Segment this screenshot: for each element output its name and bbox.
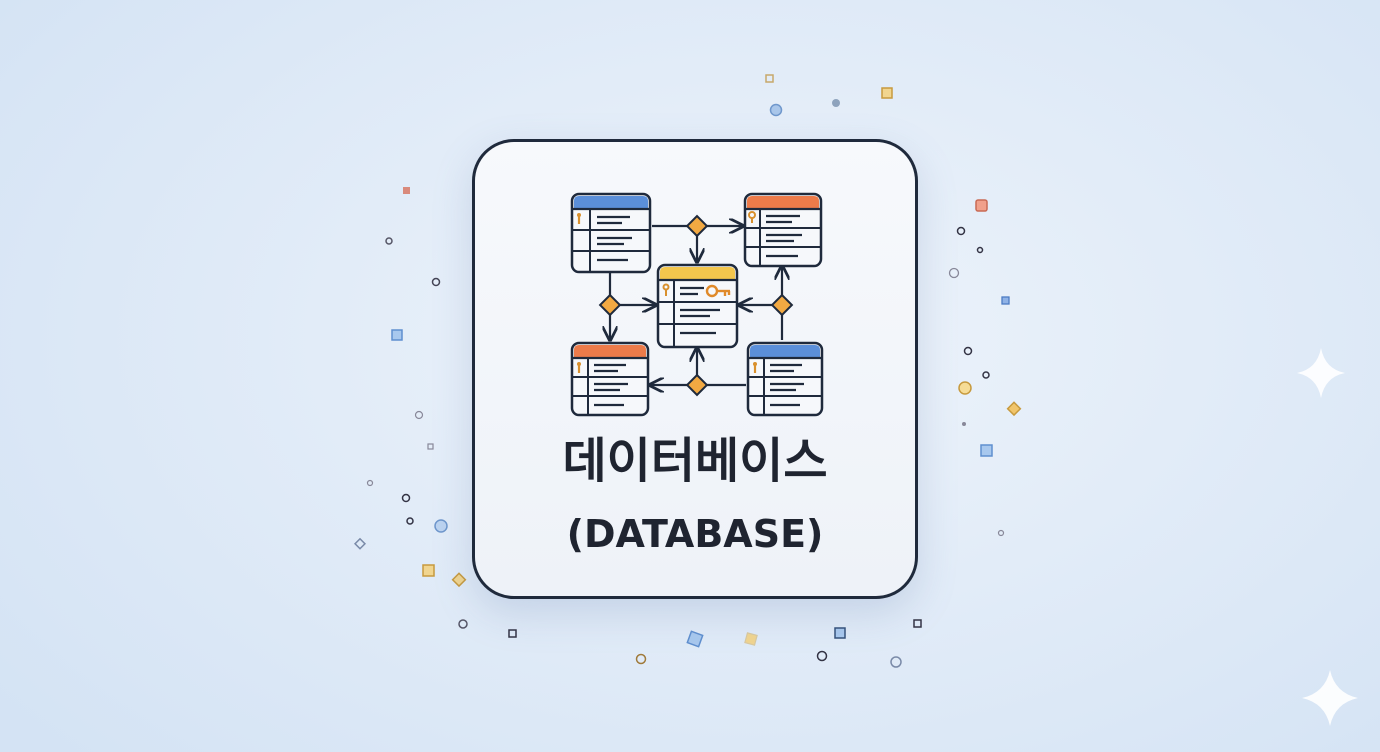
database-schema-icon <box>570 192 824 417</box>
sparkle-icon <box>1302 670 1358 726</box>
table-icon <box>570 192 652 274</box>
title-english: (DATABASE) <box>566 512 824 556</box>
table-icon <box>570 341 650 417</box>
key-icon <box>705 284 731 298</box>
table-icon <box>743 192 823 268</box>
table-icon <box>656 263 739 349</box>
sparkle-icon <box>1297 348 1345 398</box>
database-card: 데이터베이스 (DATABASE) <box>472 139 918 599</box>
title-korean: 데이터베이스 <box>562 433 828 489</box>
table-icon <box>746 341 824 417</box>
